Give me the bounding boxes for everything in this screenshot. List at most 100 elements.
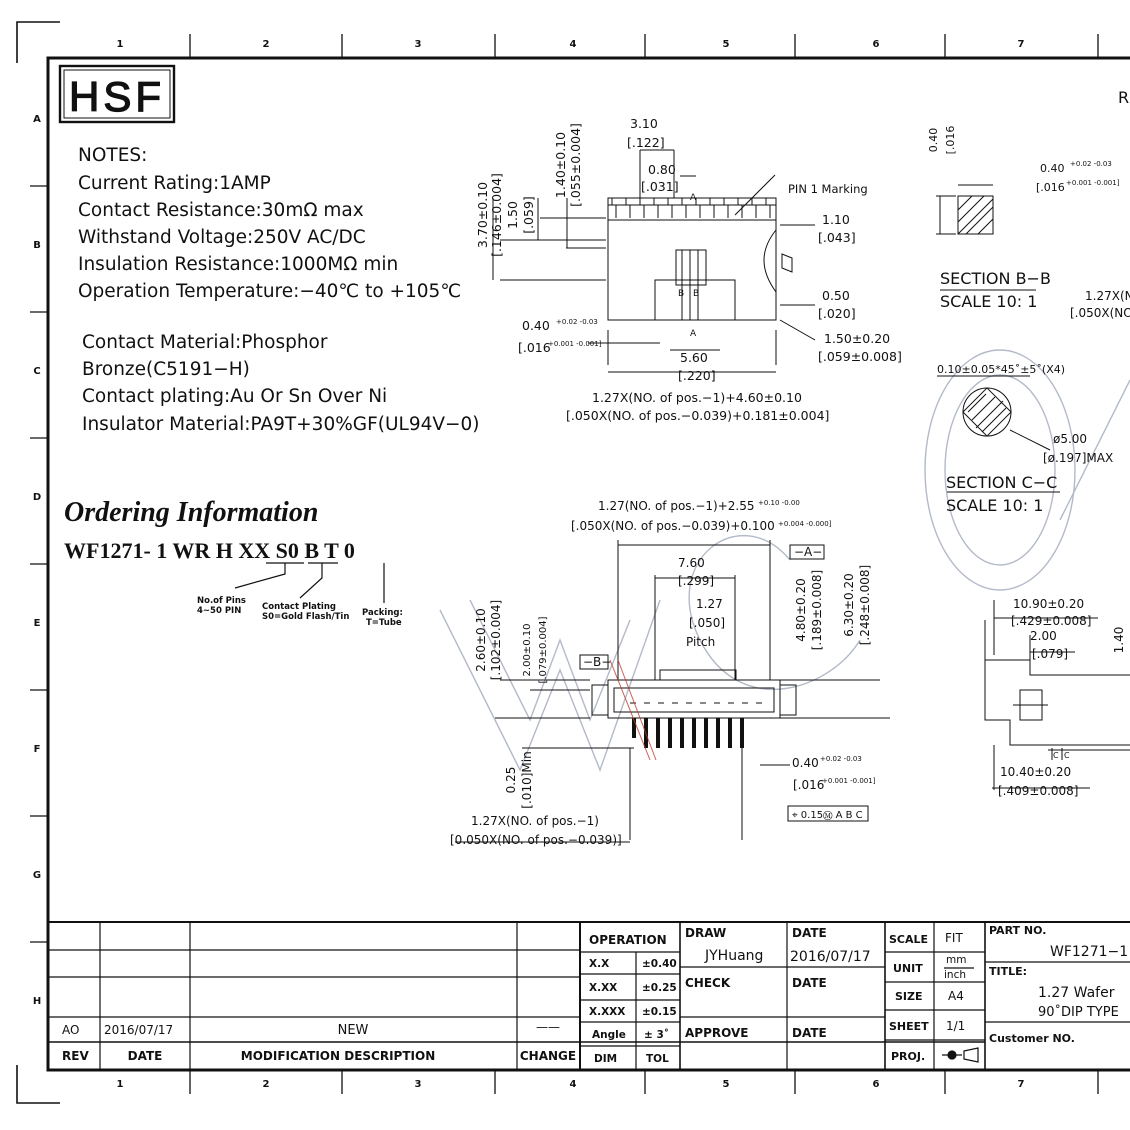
draw-date: 2016/07/17	[790, 949, 871, 965]
dim-label: 0.40	[1040, 162, 1065, 175]
dim-label: [.102±0.004]	[489, 600, 503, 681]
section-mark: B	[693, 289, 699, 299]
material-line: Contact plating:Au Or Sn Over Ni	[82, 386, 387, 407]
zone-columns-top: 1 2 3 4 5 6 7	[117, 39, 1025, 50]
dim-label: 6.30±0.20	[842, 573, 856, 637]
col-label: 2	[263, 39, 270, 50]
section-title: SECTION C−C	[946, 473, 1057, 492]
legend-text: S0=Gold Flash/Tin	[262, 612, 349, 622]
dim-label: 1.27X(NO. of pos.−1)+4.60±0.10	[592, 390, 802, 405]
dim-tol: +0.02 -0.03	[556, 318, 598, 326]
dim-label: [.016	[944, 126, 957, 155]
dim-label: [.055±0.004]	[568, 123, 583, 207]
note-line: Contact Resistance:30mΩ max	[78, 200, 364, 221]
tolerance-tol: TOL	[646, 1053, 669, 1065]
dim-label: [.409±0.008]	[998, 784, 1079, 798]
section-mark: C	[1053, 751, 1059, 760]
dim-label: 5.60	[680, 350, 708, 365]
dim-label: 1.27	[696, 597, 723, 611]
tolerance-key: X.XX	[589, 982, 617, 994]
legend-text: 4~50 PIN	[197, 606, 241, 616]
row-label: G	[33, 870, 41, 881]
legend-text: No.of Pins	[197, 596, 246, 606]
note-line: Insulation Resistance:1000MΩ min	[78, 254, 398, 275]
col-label: 5	[723, 1079, 730, 1090]
dim-label: 0.80	[648, 162, 676, 177]
tolerance-value: ±0.15	[642, 1006, 677, 1018]
dim-label: 0.50	[822, 288, 850, 303]
sheet-value: 1/1	[946, 1019, 965, 1033]
dim-label: 0.40	[792, 756, 819, 770]
side-view: 10.90±0.20 [.429±0.008] 2.00 [.079] 1.40…	[984, 597, 1130, 798]
col-label: 7	[1018, 39, 1025, 50]
row-label: F	[34, 744, 41, 755]
tolerance-key: Angle	[592, 1029, 626, 1041]
rev-header: DATE	[128, 1049, 163, 1063]
hsf-logo: HSF	[58, 64, 176, 124]
legend-text: T=Tube	[366, 618, 402, 628]
dim-label: 0.40	[522, 318, 550, 333]
section-mark: A	[690, 193, 697, 203]
section-mark: C	[1064, 751, 1070, 760]
section-cc: 0.10±0.05*45˚±5˚(X4) ø5.00 [ø.197]MAX SE…	[937, 363, 1113, 515]
dim-label: 2.60±0.10	[474, 608, 488, 672]
dim-label: [.059±0.008]	[818, 349, 902, 364]
dim-fragment: [.050X(NO	[1070, 306, 1130, 320]
part-label: PART NO.	[989, 924, 1046, 937]
title-line: 1.27 Wafer	[1038, 985, 1115, 1001]
dim-label: [.079]	[1032, 647, 1068, 661]
rev-header: CHANGE	[520, 1049, 576, 1063]
dim-label: [.050X(NO. of pos.−0.039)+0.100	[571, 519, 775, 533]
sheet-label: SHEET	[889, 1020, 929, 1033]
feature-control-frame: ⌖ 0.15Ⓜ A B C	[792, 810, 863, 821]
dim-label: PIN 1 Marking	[788, 182, 868, 196]
part-number: WF1271−1	[1050, 944, 1128, 960]
section-scale: SCALE 10: 1	[946, 496, 1043, 515]
col-label: 7	[1018, 1079, 1025, 1090]
scale-label: SCALE	[889, 933, 928, 946]
row-label: A	[33, 114, 41, 125]
tolerance-value: ±0.25	[642, 982, 677, 994]
dim-label: [.299]	[678, 574, 714, 588]
dim-label: [.016	[518, 340, 551, 355]
col-label: 1	[117, 1079, 124, 1090]
dim-label: 7.60	[678, 556, 705, 570]
dim-label: [.059]	[521, 196, 536, 234]
section-bb: 0.40 [.016 0.40 +0.02 -0.03 [.016 +0.001…	[927, 126, 1130, 320]
row-label: E	[34, 618, 41, 629]
dim-label: 3.10	[630, 116, 658, 131]
dim-label: [.429±0.008]	[1011, 614, 1092, 628]
row-label: C	[33, 366, 40, 377]
notes-heading: NOTES:	[78, 145, 147, 166]
dim-label: [.031]	[641, 179, 679, 194]
dim-label: [.050X(NO. of pos.−0.039)+0.181±0.004]	[566, 408, 829, 423]
rev-header: REV	[62, 1049, 89, 1063]
dim-label: [.016	[1036, 181, 1065, 194]
dim-tol: +0.02 -0.03	[1070, 160, 1112, 168]
corner-fragment: R	[1118, 88, 1129, 107]
dim-tol: +0.001 -0.001]	[548, 340, 602, 348]
tolerance-key: X.X	[589, 958, 609, 970]
col-label: 4	[570, 1079, 577, 1090]
dim-label: [.079±0.004]	[538, 616, 549, 683]
approve-label: APPROVE	[685, 1026, 748, 1040]
dim-label: [.050]	[689, 616, 725, 630]
row-label: B	[33, 240, 41, 251]
dim-tol: +0.001 -0.001]	[1066, 179, 1120, 187]
dim-label: 10.40±0.20	[1000, 765, 1071, 779]
dim-label: 10.90±0.20	[1013, 597, 1084, 611]
unit-value: mm	[946, 954, 966, 966]
customer-label: Customer NO.	[989, 1032, 1075, 1045]
datum-label: −A−	[794, 545, 822, 559]
note-line: Withstand Voltage:250V AC/DC	[78, 227, 366, 248]
rev-value: AO	[62, 1023, 79, 1037]
rev-date: 2016/07/17	[104, 1023, 173, 1037]
datum-label: −B−	[583, 655, 611, 669]
legend-text: Contact Plating	[262, 602, 336, 612]
col-label: 3	[415, 1079, 422, 1090]
check-date-label: DATE	[792, 976, 827, 990]
zone-columns-bottom: 1 2 3 4 5 6 7	[117, 1079, 1025, 1090]
dim-tol: +0.001 -0.001]	[822, 777, 876, 785]
approve-date-label: DATE	[792, 1026, 827, 1040]
